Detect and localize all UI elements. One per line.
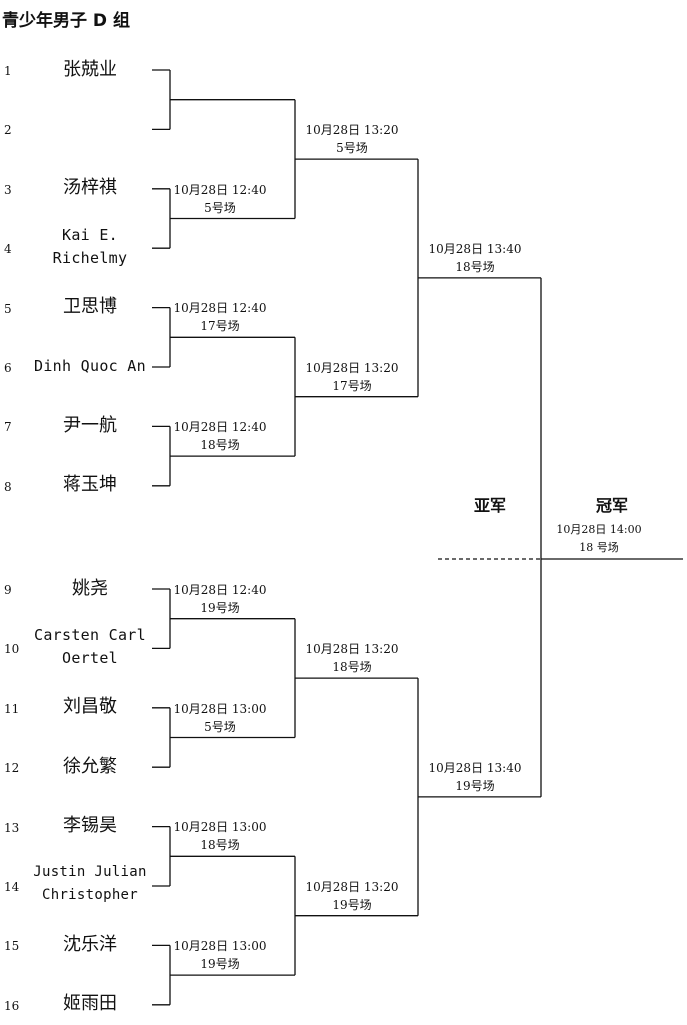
- seed-number: 12: [4, 761, 20, 776]
- seed-number: 3: [4, 182, 12, 197]
- match-time: 10月28日 13:40: [428, 760, 522, 775]
- match-court: 5号场: [336, 141, 368, 156]
- match-court: 18号场: [200, 838, 240, 853]
- match-court: 19号场: [332, 897, 372, 912]
- seed-number: 2: [4, 123, 12, 138]
- match-time: 10月28日 13:20: [305, 642, 399, 657]
- player-name: 刘昌敬: [63, 696, 117, 718]
- match-time: 10月28日 13:00: [173, 939, 267, 954]
- player-name: 张兢业: [63, 58, 117, 80]
- seed-number: 1: [4, 64, 12, 78]
- player-name: 沈乐洋: [63, 933, 117, 955]
- player-name: 徐允繁: [63, 755, 117, 777]
- match-court: 18号场: [200, 438, 240, 453]
- match-time: 10月28日 13:40: [428, 241, 522, 256]
- final-match-time: 10月28日 14:00: [556, 523, 642, 536]
- match-court: 19号场: [200, 957, 240, 972]
- match-time: 10月28日 13:20: [305, 123, 399, 138]
- player-name: Carsten Carl: [34, 626, 146, 645]
- player-name: 姬雨田: [63, 993, 117, 1015]
- seed-number: 7: [4, 420, 12, 435]
- player-name: 尹一航: [63, 414, 117, 436]
- player-name: 蒋玉坤: [63, 474, 117, 496]
- seed-number: 8: [4, 479, 12, 494]
- match-time: 10月28日 12:40: [173, 182, 267, 197]
- player-name: 汤梓祺: [63, 177, 117, 199]
- seed-number: 13: [4, 820, 20, 835]
- match-court: 5号场: [204, 200, 236, 215]
- match-court: 18号场: [332, 660, 372, 675]
- match-time: 10月28日 12:40: [173, 582, 267, 597]
- player-name: 姚尧: [72, 577, 108, 599]
- match-time: 10月28日 13:20: [305, 360, 399, 375]
- seed-number: 5: [4, 301, 12, 316]
- match-court: 19号场: [200, 600, 240, 615]
- seed-number: 10: [4, 642, 20, 657]
- player-name: 卫思博: [63, 296, 117, 318]
- player-name: 李锡昊: [63, 815, 117, 837]
- runner-up-label: 亚军: [473, 496, 506, 515]
- match-time: 10月28日 12:40: [173, 420, 267, 435]
- player-name: Oertel: [62, 649, 118, 668]
- final-match-court: 18 号场: [579, 541, 619, 554]
- seed-number: 14: [4, 880, 20, 894]
- seed-number: 11: [4, 701, 20, 716]
- champion-label: 冠军: [595, 496, 628, 515]
- seed-number: 6: [4, 361, 12, 375]
- match-court: 17号场: [200, 319, 240, 334]
- match-court: 5号场: [204, 719, 236, 734]
- match-time: 10月28日 12:40: [173, 301, 267, 316]
- match-court: 18号场: [455, 259, 495, 274]
- player-name: Kai E.: [62, 226, 118, 245]
- seed-number: 16: [4, 998, 20, 1013]
- seed-number: 15: [4, 939, 20, 954]
- player-name: Christopher: [41, 887, 139, 903]
- match-time: 10月28日 13:00: [173, 701, 267, 716]
- match-time: 10月28日 13:00: [173, 820, 267, 835]
- player-name: Dinh Quoc An: [34, 356, 146, 375]
- player-name: Justin Julian: [33, 864, 147, 880]
- seed-number: 9: [4, 583, 12, 597]
- match-court: 19号场: [455, 778, 495, 793]
- seed-number: 4: [4, 242, 12, 257]
- page-title: 青少年男子 D 组: [2, 11, 130, 31]
- match-time: 10月28日 13:20: [305, 879, 399, 894]
- player-name: Richelmy: [52, 249, 128, 268]
- match-court: 17号场: [332, 378, 372, 393]
